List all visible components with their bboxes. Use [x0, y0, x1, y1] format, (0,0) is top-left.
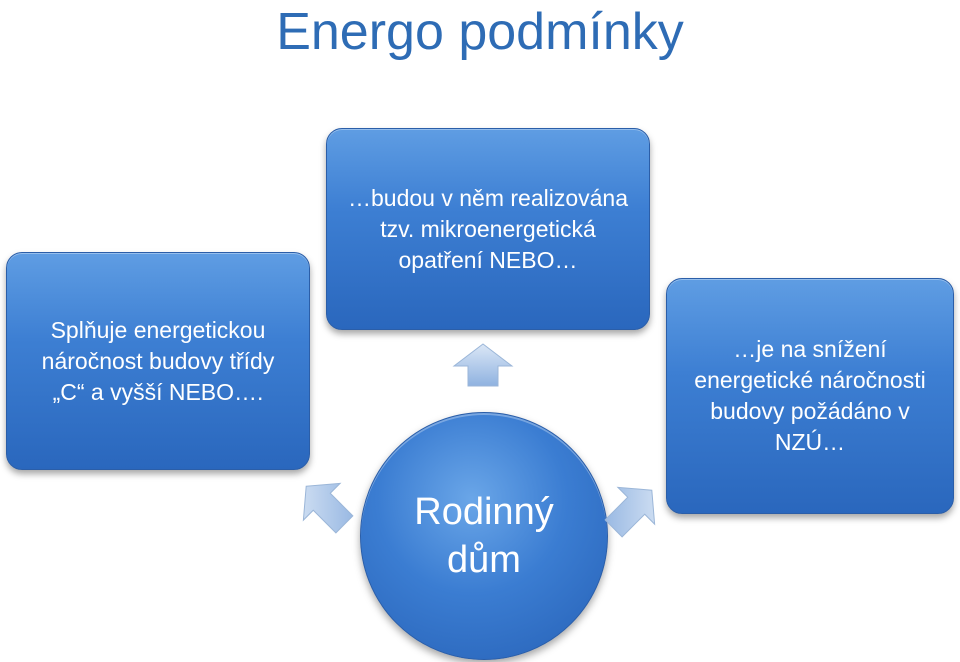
- arrow-upleft-icon: [302, 482, 354, 534]
- condition-box-energy-class: Splňuje energetickou náročnost budovy tř…: [6, 252, 310, 470]
- page-title: Energo podmínky: [276, 3, 684, 61]
- center-circle-label: Rodinný dům: [414, 491, 554, 581]
- condition-box-micro-measures-text: …budou v něm realizována tzv. mikroenerg…: [348, 184, 628, 273]
- condition-box-nzu-request: …je na snížení energetické náročnosti bu…: [666, 278, 954, 514]
- condition-box-energy-class-text: Splňuje energetickou náročnost budovy tř…: [41, 316, 275, 405]
- condition-box-micro-measures: …budou v něm realizována tzv. mikroenerg…: [326, 128, 650, 330]
- condition-box-nzu-request-text: …je na snížení energetické náročnosti bu…: [694, 336, 926, 455]
- center-circle-family-house: Rodinný dům: [360, 412, 608, 660]
- arrow-upright-icon: [604, 486, 656, 538]
- arrow-up-icon: [452, 343, 514, 387]
